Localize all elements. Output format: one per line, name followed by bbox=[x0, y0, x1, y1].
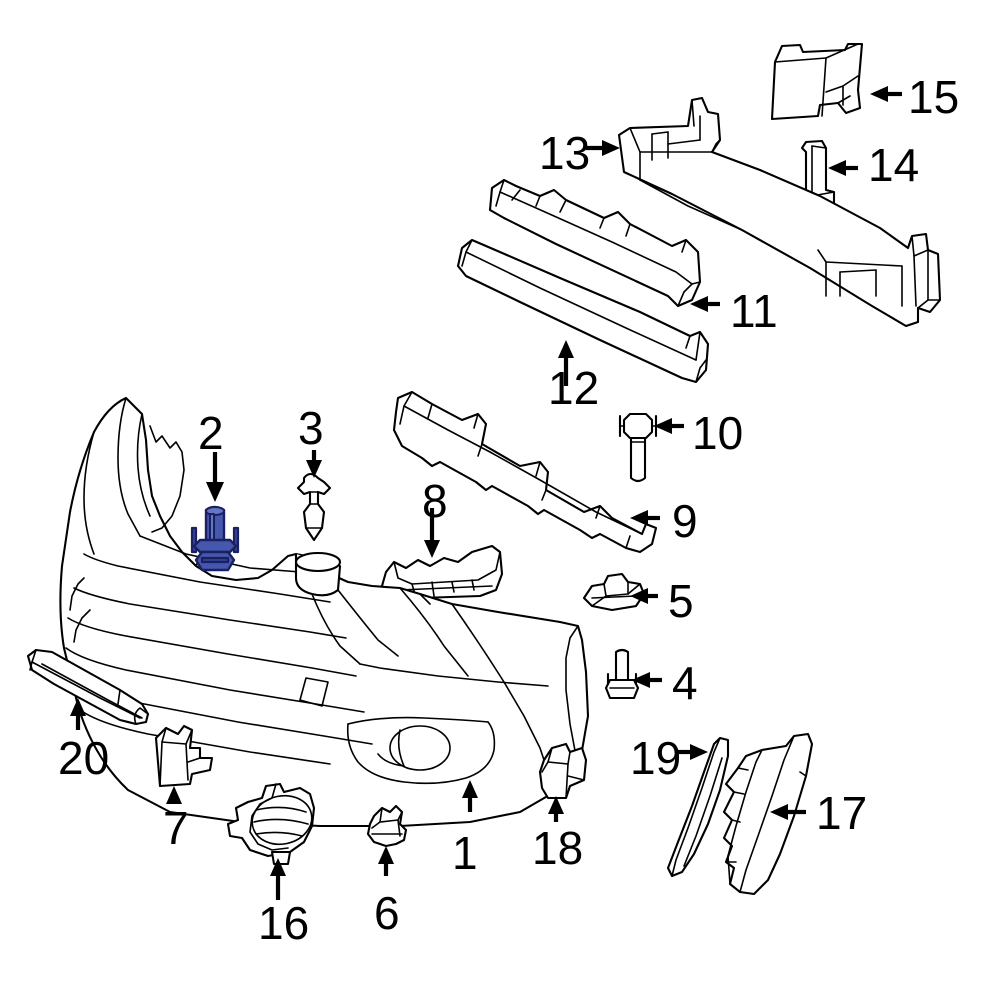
part-4-flange-bolt bbox=[604, 648, 640, 700]
callout-label-19: 19 bbox=[630, 732, 682, 784]
part-5-retainer-nut bbox=[582, 572, 646, 612]
callout-label-12: 12 bbox=[548, 362, 600, 414]
part-1-front-bumper-cover bbox=[59, 396, 590, 828]
part-20-lower-valance-trim bbox=[26, 648, 150, 726]
part-7-side-retainer-bracket bbox=[154, 724, 214, 788]
callout-label-7: 7 bbox=[163, 802, 189, 854]
callout-label-10: 10 bbox=[692, 407, 744, 459]
callout-label-9: 9 bbox=[672, 495, 698, 547]
callout-label-3: 3 bbox=[298, 402, 324, 454]
callout-label-13: 13 bbox=[539, 127, 591, 179]
part-11-bumper-energy-absorber bbox=[488, 178, 702, 308]
part-6-bumper-clip bbox=[366, 804, 408, 848]
leader-lines bbox=[70, 86, 902, 900]
callout-label-15: 15 bbox=[908, 71, 960, 123]
callout-label-1: 1 bbox=[452, 827, 478, 879]
part-13-bumper-reinforcement-beam bbox=[617, 96, 942, 328]
callout-label-6: 6 bbox=[374, 887, 400, 939]
callout-label-8: 8 bbox=[422, 475, 448, 527]
part-2-bumper-cover-retainer-bolt-highlighted bbox=[190, 505, 240, 572]
part-17-bumper-side-molding-outer bbox=[722, 732, 814, 896]
callout-label-14: 14 bbox=[868, 139, 920, 191]
part-16-fog-lamp-cover bbox=[226, 782, 316, 866]
callout-label-11: 11 bbox=[730, 285, 778, 337]
callout-label-16: 16 bbox=[258, 897, 310, 949]
callout-label-5: 5 bbox=[668, 575, 694, 627]
part-18-side-mounting-bracket bbox=[538, 742, 588, 800]
callout-label-17: 17 bbox=[816, 787, 868, 839]
part-3-push-pin-clip bbox=[296, 472, 332, 542]
callout-label-18: 18 bbox=[532, 822, 584, 874]
callout-label-2: 2 bbox=[198, 407, 224, 459]
callout-label-4: 4 bbox=[672, 657, 698, 709]
part-12-lower-bumper-absorber bbox=[456, 238, 710, 384]
part-15-impact-absorber-bracket bbox=[770, 42, 864, 121]
part-9-upper-radiator-support-seal bbox=[392, 390, 658, 554]
part-19-bumper-side-molding-inner bbox=[666, 736, 730, 878]
part-10-hex-flange-bolt bbox=[618, 412, 658, 483]
callout-label-20: 20 bbox=[58, 732, 110, 784]
